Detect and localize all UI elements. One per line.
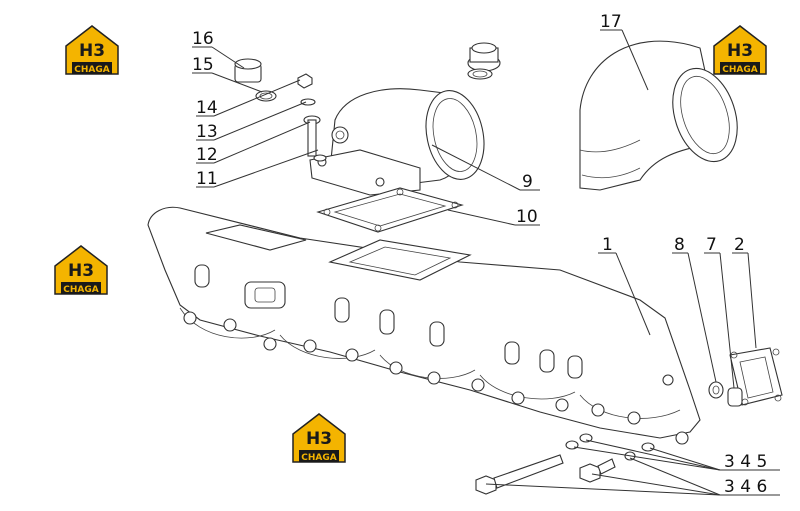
part-7-plug	[727, 387, 743, 407]
callout-7: 7	[706, 235, 717, 255]
part-10-gasket	[316, 187, 464, 233]
watermark-logo-bottom: H3 CHAGA	[292, 413, 346, 463]
svg-text:CHAGA: CHAGA	[63, 285, 98, 295]
svg-text:H3: H3	[68, 261, 94, 281]
callout-17: 17	[600, 12, 622, 32]
svg-text:H3: H3	[79, 41, 105, 61]
callout-3-4-6: 3 4 6	[724, 477, 767, 497]
part-16-plug	[234, 58, 277, 102]
callout-2: 2	[734, 235, 745, 255]
callout-14: 14	[196, 98, 218, 118]
callout-1: 1	[602, 235, 613, 255]
svg-text:H3: H3	[306, 429, 332, 449]
callout-13: 13	[196, 122, 218, 142]
part-9-outlet-elbow	[309, 88, 485, 196]
part-1-exhaust-manifold	[147, 206, 701, 445]
callout-11: 11	[196, 169, 218, 189]
svg-text:CHAGA: CHAGA	[301, 453, 336, 463]
svg-text:CHAGA: CHAGA	[722, 65, 757, 75]
callout-12: 12	[196, 145, 218, 165]
callout-16: 16	[192, 29, 214, 49]
callout-9: 9	[522, 172, 533, 192]
callout-10: 10	[516, 207, 538, 227]
part-8-washer	[708, 381, 724, 399]
watermark-logo-top-right: H3 CHAGA	[713, 25, 767, 75]
part-17-elbow-pipe	[579, 40, 738, 191]
stud-assembly	[297, 73, 327, 162]
leader-lines	[192, 29, 780, 496]
watermark-logo-mid-left: H3 CHAGA	[54, 245, 108, 295]
svg-text:H3: H3	[727, 41, 753, 61]
callout-8: 8	[674, 235, 685, 255]
svg-text:CHAGA: CHAGA	[74, 65, 109, 75]
top-plug	[467, 42, 501, 80]
watermark-logo-top-left: H3 CHAGA	[65, 25, 119, 75]
callout-3-4-5: 3 4 5	[724, 452, 767, 472]
callout-15: 15	[192, 55, 214, 75]
